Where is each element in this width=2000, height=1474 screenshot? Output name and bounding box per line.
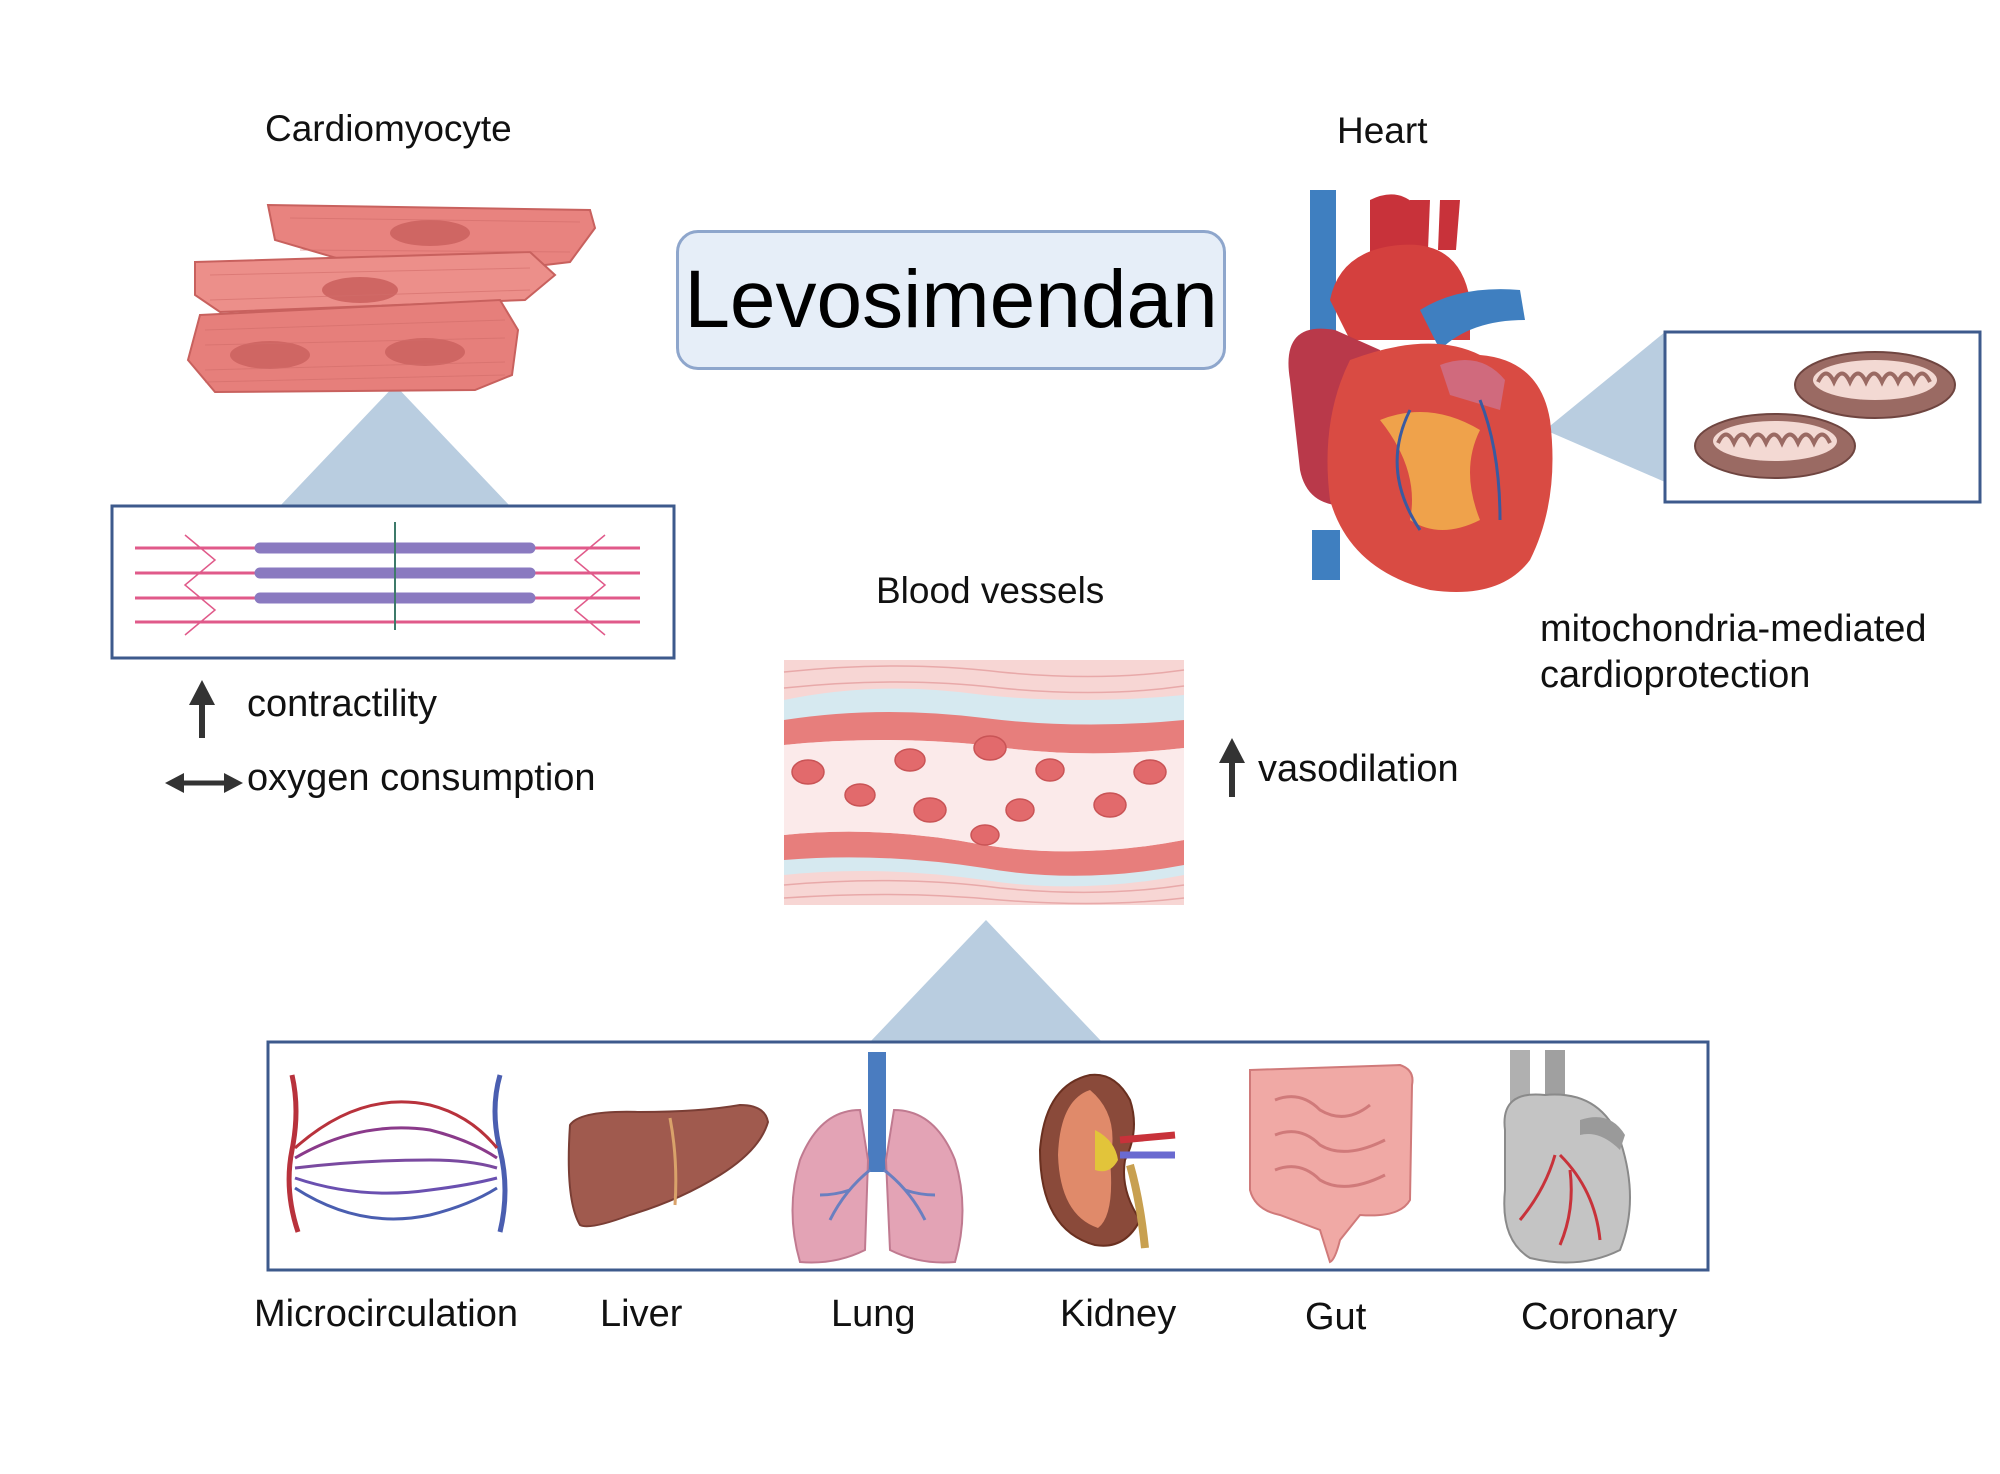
mitochondria-callout — [1545, 332, 1665, 482]
oxygen-consumption-text: oxygen consumption — [247, 757, 596, 799]
double-arrow-icon — [165, 773, 243, 793]
up-arrow-icon — [189, 680, 215, 738]
page-title: Levosimendan — [684, 254, 1218, 345]
organs-callout — [870, 920, 1102, 1042]
organ-label-liver: Liver — [600, 1293, 683, 1335]
lung-icon — [791, 1052, 964, 1264]
liver-icon — [567, 1103, 770, 1228]
kidney-icon — [1038, 1073, 1176, 1249]
microcirculation-icon — [286, 1074, 508, 1233]
contractility-text: contractility — [247, 683, 438, 725]
mitochondria-illustration — [1694, 351, 1956, 479]
sarcomere-illustration — [135, 522, 640, 636]
organ-label-coronary: Coronary — [1521, 1296, 1678, 1338]
organ-label-kidney: Kidney — [1060, 1293, 1177, 1335]
heart-label: Heart — [1337, 110, 1428, 151]
gut-icon — [1249, 1063, 1414, 1264]
mitochondria-effect-line1: mitochondria-mediated — [1540, 608, 1927, 650]
organ-label-gut: Gut — [1305, 1296, 1367, 1338]
mitochondria-effect-line2: cardioprotection — [1540, 654, 1811, 696]
title-box: Levosimendan — [676, 230, 1226, 370]
organ-label-microcirculation: Microcirculation — [254, 1293, 518, 1335]
cardiomyocyte-illustration — [186, 203, 597, 394]
cardiomyocyte-callout — [280, 385, 510, 506]
cardiomyocyte-label: Cardiomyocyte — [265, 108, 512, 149]
vasodilation-text: vasodilation — [1258, 748, 1459, 790]
organs-box — [266, 1040, 1710, 1272]
coronary-heart-icon — [1503, 1050, 1631, 1264]
blood-vessels-label: Blood vessels — [876, 570, 1105, 611]
blood-vessel-illustration — [783, 660, 1185, 905]
mitochondria-box — [1663, 330, 1982, 504]
heart-illustration — [1288, 190, 1553, 592]
sarcomere-box — [110, 504, 676, 660]
organ-label-lung: Lung — [831, 1293, 916, 1335]
up-arrow-icon — [1219, 738, 1245, 797]
